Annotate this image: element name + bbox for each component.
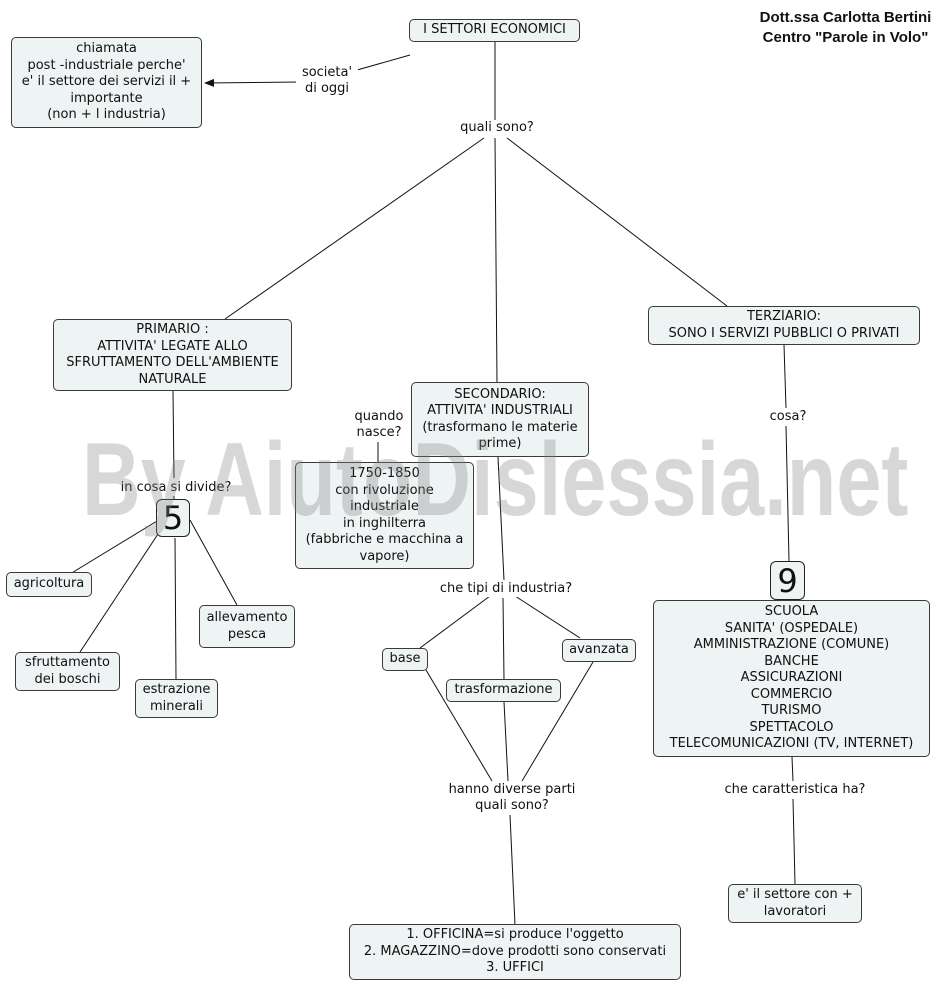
node-terziario[interactable]: TERZIARIO: SONO I SERVIZI PUBBLICI O PRI… xyxy=(648,306,920,345)
link-label-quali-sono: quali sono? xyxy=(452,120,542,136)
node-lavoratori[interactable]: e' il settore con + lavoratori xyxy=(728,884,862,923)
node-allevamento[interactable]: allevamento pesca xyxy=(199,605,295,648)
link-label-in-cosa: in cosa si divide? xyxy=(111,480,241,496)
node-secondario[interactable]: SECONDARIO: ATTIVITA' INDUSTRIALI (trasf… xyxy=(411,382,589,457)
node-trasformazione[interactable]: trasformazione xyxy=(446,679,561,702)
author-credit: Dott.ssa Carlotta Bertini Centro "Parole… xyxy=(759,9,932,46)
node-avanzata[interactable]: avanzata xyxy=(562,639,636,662)
node-boschi[interactable]: sfruttamento dei boschi xyxy=(15,652,120,691)
node-agricoltura[interactable]: agricoltura xyxy=(6,572,92,597)
link-label-tipi-industria: che tipi di industria? xyxy=(428,581,584,597)
node-number-9[interactable]: 9 xyxy=(770,561,805,600)
node-base[interactable]: base xyxy=(382,648,428,671)
node-servizi[interactable]: SCUOLA SANITA' (OSPEDALE) AMMINISTRAZION… xyxy=(653,600,930,757)
node-number-5[interactable]: 5 xyxy=(156,499,190,537)
link-label-quando-nasce: quando nasce? xyxy=(347,409,411,441)
node-root[interactable]: I SETTORI ECONOMICI xyxy=(409,19,580,42)
node-nascita[interactable]: 1750-1850 con rivoluzione industriale in… xyxy=(295,462,474,569)
link-label-parti: hanno diverse parti quali sono? xyxy=(437,782,587,814)
link-label-cosa: cosa? xyxy=(763,409,813,425)
link-label-caratteristica: che caratteristica ha? xyxy=(714,782,876,798)
node-post-industriale[interactable]: chiamata post -industriale perche' e' il… xyxy=(11,37,202,128)
node-primario[interactable]: PRIMARIO : ATTIVITA' LEGATE ALLO SFRUTTA… xyxy=(53,319,292,391)
node-minerali[interactable]: estrazione minerali xyxy=(135,679,218,718)
node-parti[interactable]: 1. OFFICINA=si produce l'oggetto 2. MAGA… xyxy=(349,924,681,980)
link-label-societa: societa' di oggi xyxy=(296,65,358,97)
